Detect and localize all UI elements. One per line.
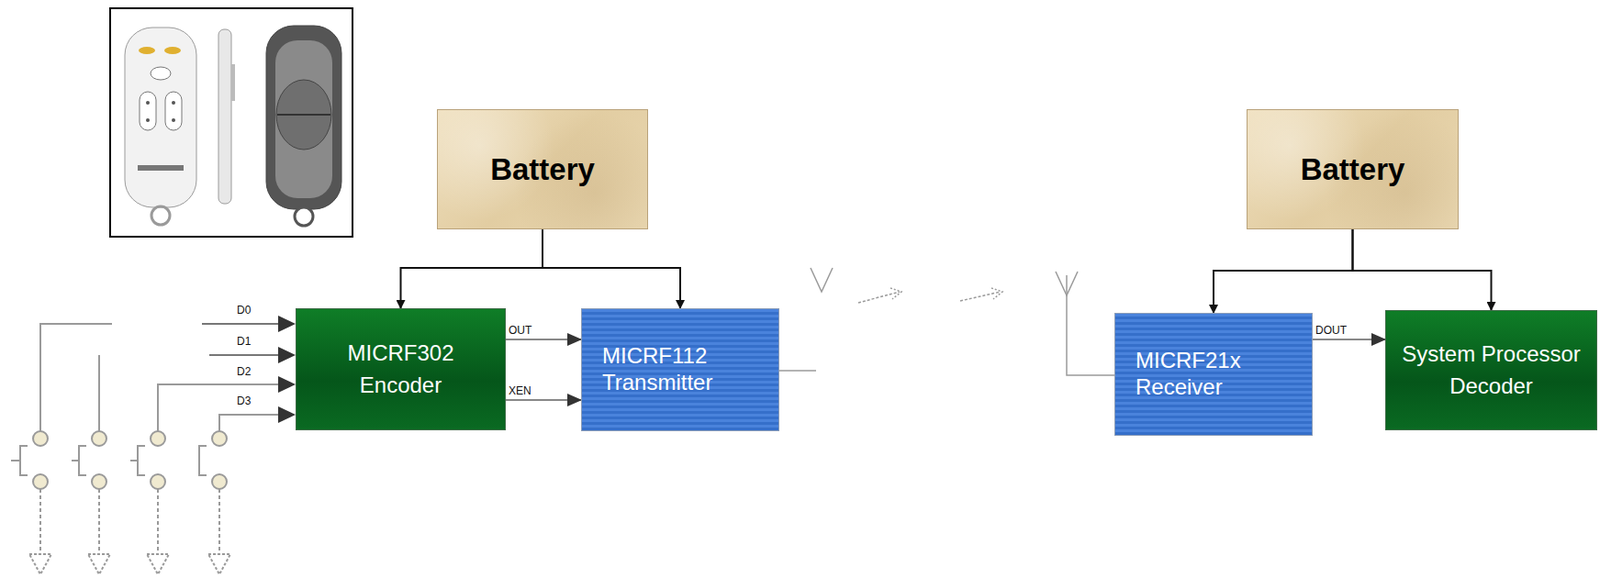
- box-label: Battery: [490, 152, 595, 188]
- input-arrowheads: [278, 315, 296, 424]
- connector: [1353, 229, 1492, 311]
- signal-name: D3: [236, 394, 251, 408]
- connector: [401, 229, 544, 309]
- signal-label: DOUT: [1314, 324, 1348, 337]
- connector: [1312, 338, 1386, 341]
- connector: [505, 338, 582, 341]
- rf-link: [776, 268, 1115, 376]
- box-label: MICRF21x Receiver: [1115, 347, 1292, 402]
- battery-box: Battery: [436, 109, 649, 230]
- signal-name: D1: [236, 335, 251, 348]
- connector: [542, 229, 681, 309]
- box-label: Battery: [1300, 152, 1406, 188]
- box-label: System Processor Decoder: [1392, 338, 1590, 403]
- connector: [505, 399, 582, 402]
- keyfob-picture: [110, 8, 353, 237]
- transmitter-box: MICRF112 Transmitter: [581, 308, 780, 432]
- battery-box: Battery: [1246, 109, 1459, 230]
- box-label: MICRF302 Encoder: [336, 337, 466, 403]
- switch-inputs: [11, 324, 279, 575]
- box-label: MICRF112 Transmitter: [581, 343, 759, 397]
- signal-name: D2: [236, 365, 251, 379]
- encoder-box: MICRF302 Encoder: [295, 308, 506, 431]
- receiver-box: MICRF21x Receiver: [1114, 313, 1313, 437]
- signal-label: OUT: [507, 324, 533, 337]
- signal-label: XEN: [507, 384, 533, 398]
- signal-name: D0: [236, 303, 251, 317]
- processor-box: System Processor Decoder: [1385, 310, 1598, 431]
- connector: [1213, 229, 1354, 314]
